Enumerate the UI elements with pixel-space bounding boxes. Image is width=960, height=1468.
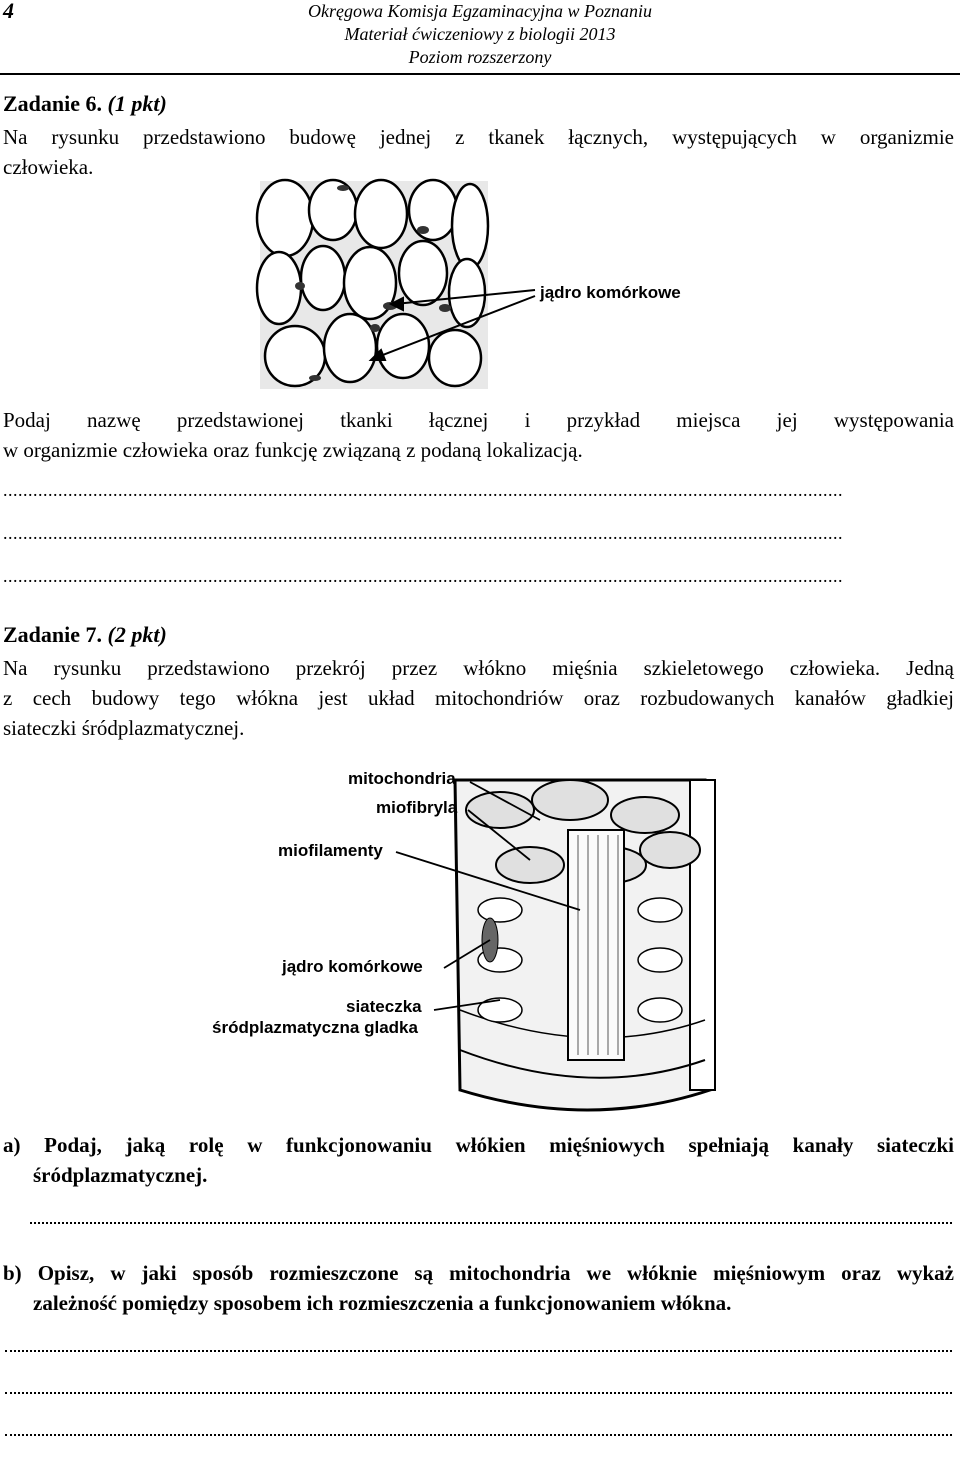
task7-answer-a-line xyxy=(30,1222,952,1224)
task6-answer-line-1: ........................................… xyxy=(3,480,843,500)
task6-question: Podaj nazwę przedstawionej tkanki łączne… xyxy=(3,405,954,465)
task7-question-b-line2: zależność pomiędzy sposobem ich rozmiesz… xyxy=(33,1291,732,1315)
task7-question-a: a) Podaj, jaką rolę w funkcjonowaniu włó… xyxy=(3,1130,954,1190)
label-siateczka-sub: śródplazmatyczna gladka xyxy=(212,1018,419,1037)
task7-points: (2 pkt) xyxy=(107,622,167,647)
fiber-drawing xyxy=(453,778,716,1112)
task6-question-line1: Podaj nazwę przedstawionej tkanki łączne… xyxy=(3,408,954,432)
header-rule xyxy=(0,73,960,75)
task7-intro-line1: Na rysunku przedstawiono przekrój przez … xyxy=(3,656,954,680)
label-miofilamenty: miofilamenty xyxy=(278,841,383,860)
task7-title-text: Zadanie 7. xyxy=(3,622,103,647)
task7-answer-b-line-3 xyxy=(5,1434,952,1436)
task6-intro-line2: człowieka. xyxy=(3,155,94,179)
task7-question-a-line1: a) Podaj, jaką rolę w funkcjonowaniu włó… xyxy=(3,1133,954,1157)
task6-title-text: Zadanie 6. xyxy=(3,91,103,116)
task7-intro-line2: z cech budowy tego włókna jest układ mit… xyxy=(3,686,954,710)
task7-answer-b-line-1 xyxy=(5,1350,952,1352)
task6-title: Zadanie 6. (1 pkt) xyxy=(3,91,167,117)
header-line-2: Materiał ćwiczeniowy z biologii 2013 xyxy=(344,24,616,44)
task7-answer-b-line-2 xyxy=(5,1392,952,1394)
task6-intro: Na rysunku przedstawiono budowę jednej z… xyxy=(3,122,954,182)
task6-question-line2: w organizmie człowieka oraz funkcję zwią… xyxy=(3,438,583,462)
task6-intro-line1: Na rysunku przedstawiono budowę jednej z… xyxy=(3,125,954,149)
page-number: 4 xyxy=(3,0,14,23)
label-miofibryla: miofibryla xyxy=(376,798,458,817)
task6-points: (1 pkt) xyxy=(107,91,167,116)
header-line-1: Okręgowa Komisja Egzaminacyjna w Poznani… xyxy=(308,1,652,21)
task7-intro-line3: siateczki śródplazmatycznej. xyxy=(3,716,245,740)
page-header: Okręgowa Komisja Egzaminacyjna w Poznani… xyxy=(0,0,960,69)
task6-answer-line-3: ........................................… xyxy=(3,566,843,586)
task7-title: Zadanie 7. (2 pkt) xyxy=(3,622,167,648)
task6-answer-line-2: ........................................… xyxy=(3,523,843,543)
task7-question-b-line1: b) Opisz, w jaki sposób rozmieszczone są… xyxy=(3,1261,954,1285)
header-line-3: Poziom rozszerzony xyxy=(408,47,552,67)
task7-intro: Na rysunku przedstawiono przekrój przez … xyxy=(3,653,954,743)
task7-question-b: b) Opisz, w jaki sposób rozmieszczone są… xyxy=(3,1258,954,1318)
nucleus-label: jądro komórkowe xyxy=(539,283,681,302)
label-mitochondria: mitochondria xyxy=(348,769,456,788)
label-jadro: jądro komórkowe xyxy=(281,957,423,976)
adipose-tissue-figure: jądro komórkowe xyxy=(255,178,681,389)
task7-question-a-line2: śródplazmatycznej. xyxy=(33,1163,208,1187)
muscle-fiber-figure: mitochondria miofibryla miofilamenty jąd… xyxy=(212,769,716,1112)
label-siateczka: siateczka xyxy=(346,997,422,1016)
